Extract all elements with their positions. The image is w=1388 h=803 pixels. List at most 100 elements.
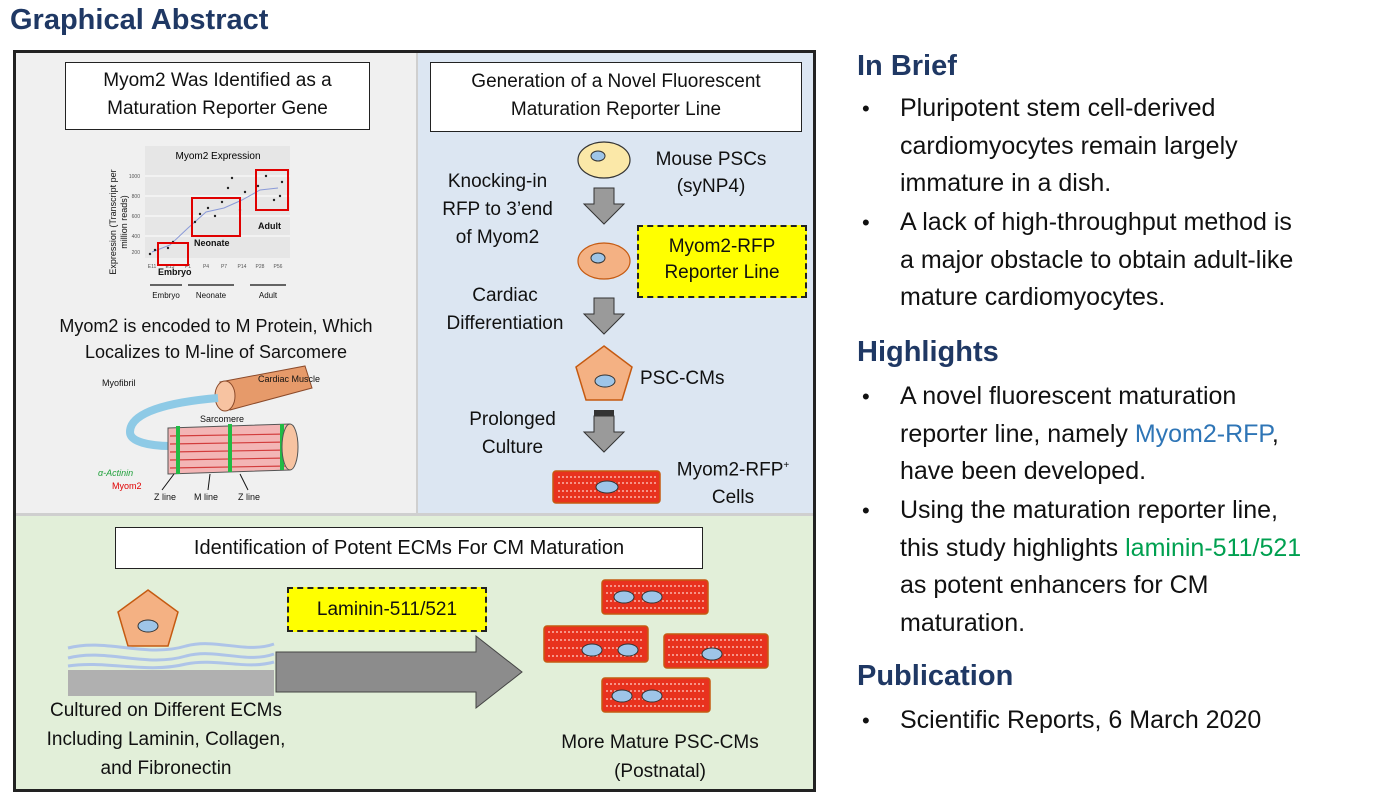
mature-line1: More Mature PSC-CMs bbox=[561, 732, 759, 753]
down-arrow-3 bbox=[582, 415, 626, 453]
myom2-expression-chart: Myom2 Expression 200 400 600 800 1000 E1… bbox=[108, 146, 290, 300]
reporter-line-badge: Myom2-RFP Reporter Line bbox=[637, 225, 807, 298]
cardiac-line1: Cardiac bbox=[472, 285, 538, 306]
culture-dish-surface bbox=[68, 670, 274, 696]
myom2-description-line2: Localizes to M-line of Sarcomere bbox=[84, 342, 348, 362]
ytick-600: 600 bbox=[132, 214, 141, 220]
panel-c-title-box: Identification of Potent ECMs For CM Mat… bbox=[115, 527, 703, 569]
panel-a-title-line2: Maturation Reporter Gene bbox=[107, 98, 328, 119]
stage-label-neonate: Neonate bbox=[194, 238, 230, 248]
knockin-line2: RFP to 3’end bbox=[442, 199, 553, 220]
mature-cms-cluster bbox=[543, 579, 769, 713]
pipeline-graphics bbox=[575, 141, 633, 453]
ytick-200: 200 bbox=[132, 250, 141, 256]
mature-label: More Mature PSC-CMs (Postnatal) bbox=[520, 728, 800, 786]
mature-cm-4 bbox=[601, 677, 711, 713]
in-brief-b1-line1: Pluripotent stem cell-derived bbox=[900, 94, 1216, 122]
label-sarcomere: Sarcomere bbox=[200, 414, 244, 424]
ytick-400: 400 bbox=[132, 234, 141, 240]
panel-divider-vertical bbox=[416, 53, 418, 513]
chart-ylabel-line2: million reads) bbox=[119, 195, 129, 249]
chart-title: Myom2 Expression bbox=[175, 151, 260, 162]
label-m-line: M line bbox=[194, 492, 218, 502]
ecm-culture-graphic bbox=[67, 589, 275, 696]
group-label-adult: Adult bbox=[259, 291, 278, 300]
psc-cm-on-ecm bbox=[117, 589, 179, 647]
maturation-arrow bbox=[275, 634, 523, 710]
psc-cms-label: PSC-CMs bbox=[640, 368, 725, 389]
highlight-myom2-rfp: Myom2-RFP bbox=[1134, 419, 1272, 448]
label-myofibril: Myofibril bbox=[102, 378, 136, 388]
mouse-pscs-line1: Mouse PSCs bbox=[655, 149, 767, 170]
adult-highlight-box bbox=[255, 169, 289, 211]
stage-label-adult: Adult bbox=[258, 221, 281, 231]
highlights-b2-line1: Using the maturation reporter line, bbox=[900, 496, 1278, 524]
panel-b-title-line2: Maturation Reporter Line bbox=[510, 99, 722, 120]
chart-background bbox=[145, 146, 290, 258]
mouse-psc-cell bbox=[577, 141, 631, 179]
in-brief-b2-line2: a major obstacle to obtain adult-like bbox=[900, 245, 1294, 274]
highlights-b2-line2-pre: this study highlights bbox=[900, 533, 1126, 562]
bullet-dot-icon: • bbox=[862, 210, 870, 235]
reporter-line-1: Myom2-RFP bbox=[668, 236, 776, 257]
label-cardiac-muscle: Cardiac Muscle bbox=[258, 374, 320, 384]
cardiac-muscle-bundle bbox=[214, 380, 236, 412]
chart-ylabel-line1: Expression (Transcript per bbox=[108, 169, 118, 274]
mature-line2: (Postnatal) bbox=[614, 761, 706, 782]
myom2-description: Myom2 is encoded to M Protein, Which Loc… bbox=[16, 313, 416, 365]
panel-b-title-line1: Generation of a Novel Fluorescent bbox=[471, 71, 761, 92]
bullet-dot-icon: • bbox=[862, 708, 870, 733]
label-myom2: Myom2 bbox=[112, 481, 142, 491]
cultured-line1: Cultured on Different ECMs bbox=[50, 700, 282, 721]
in-brief-heading: In Brief bbox=[857, 50, 957, 82]
xtick-p56: P56 bbox=[274, 264, 283, 270]
ytick-800: 800 bbox=[132, 194, 141, 200]
highlights-b2-line3: as potent enhancers for CM bbox=[900, 571, 1209, 599]
sarcomere-diagram: Myofibril Cardiac Muscle Sarcomere α-Act… bbox=[98, 365, 320, 502]
neonate-highlight-box bbox=[191, 197, 241, 237]
mouse-pscs-line2: (syNP4) bbox=[676, 176, 746, 197]
highlights-b1-line3: have been developed. bbox=[900, 457, 1147, 485]
mouse-pscs-label: Mouse PSCs (syNP4) bbox=[636, 146, 786, 200]
prolonged-line1: Prolonged bbox=[469, 409, 556, 430]
cultured-line3: and Fibronectin bbox=[100, 758, 232, 779]
reporter-line-2: Reporter Line bbox=[664, 262, 780, 283]
highlights-bullet-2: Using the maturation reporter line, this… bbox=[900, 492, 1388, 642]
xtick-p28: P28 bbox=[256, 264, 265, 270]
panel-a-title-line1: Myom2 Was Identified as a bbox=[103, 70, 332, 91]
mature-cm-3 bbox=[663, 633, 769, 669]
cultured-line2: Including Laminin, Collagen, bbox=[46, 729, 286, 750]
publication-bullet: Scientific Reports, 6 March 2020 bbox=[900, 706, 1262, 734]
xtick-p4: P4 bbox=[203, 264, 209, 270]
highlights-b2-line4: maturation. bbox=[900, 608, 1026, 637]
xtick-p7: P7 bbox=[221, 264, 227, 270]
mature-cm-2 bbox=[543, 625, 649, 663]
bullet-dot-icon: • bbox=[862, 96, 870, 121]
highlights-b1-line2-pre: reporter line, namely bbox=[900, 419, 1135, 448]
rfp-cells-label: Myom2-RFP+ Cells bbox=[664, 452, 802, 512]
down-arrow-1 bbox=[582, 187, 626, 225]
in-brief-b1-line3: immature in a dish. bbox=[900, 169, 1112, 197]
highlights-bullet-1: A novel fluorescent maturation reporter … bbox=[900, 378, 1388, 491]
label-z-line-1: Z line bbox=[154, 492, 176, 502]
cells-line2: Cells bbox=[711, 487, 755, 509]
highlights-b1-line1: A novel fluorescent maturation bbox=[900, 382, 1237, 410]
group-label-neonate: Neonate bbox=[196, 291, 227, 300]
stage-label-embryo: Embryo bbox=[158, 267, 192, 277]
data-points bbox=[148, 174, 284, 256]
cardiac-diff-label: Cardiac Differentiation bbox=[430, 282, 580, 338]
myom2-rfp-cell bbox=[552, 470, 661, 504]
bullet-dot-icon: • bbox=[862, 384, 870, 409]
embryo-highlight-box bbox=[157, 242, 189, 266]
in-brief-b2-line3: mature cardiomyocytes. bbox=[900, 283, 1166, 311]
prolonged-label: Prolonged Culture bbox=[445, 406, 580, 462]
panel-b-title-box: Generation of a Novel Fluorescent Matura… bbox=[430, 62, 802, 132]
panel-a-title-box: Myom2 Was Identified as a Maturation Rep… bbox=[65, 62, 370, 130]
psc-cm-cell bbox=[575, 345, 633, 401]
right-arrow bbox=[275, 634, 523, 710]
cultured-label: Cultured on Different ECMs Including Lam… bbox=[16, 696, 316, 783]
xtick-p1: P1 bbox=[185, 264, 191, 270]
knockin-line3: of Myom2 bbox=[455, 227, 540, 248]
myofibril-strand bbox=[125, 394, 219, 450]
xtick-e13: E13 bbox=[166, 264, 175, 270]
